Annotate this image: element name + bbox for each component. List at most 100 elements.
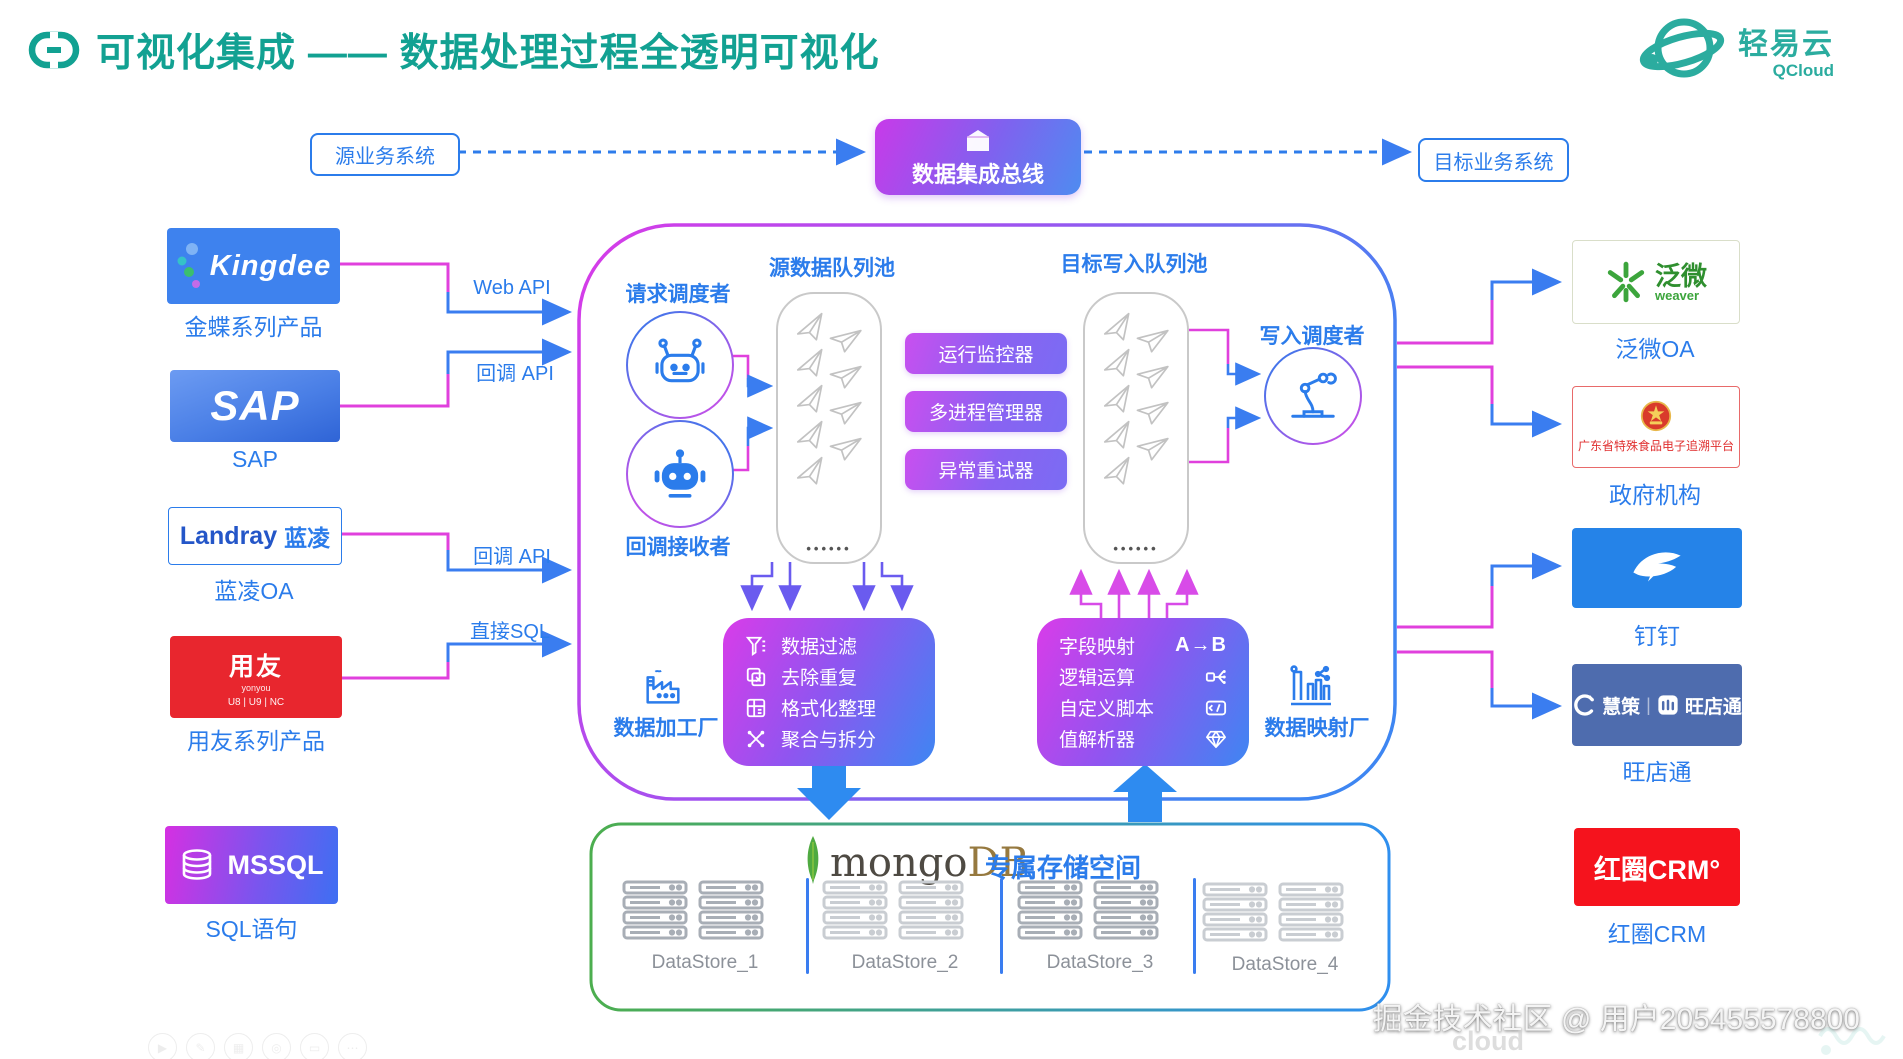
connector-landray-in [446, 550, 572, 584]
write-scheduler-bot [1264, 347, 1362, 445]
paper-plane-icon [824, 390, 865, 431]
dedupe-icon [745, 666, 767, 688]
map-row-field: 字段映射 A→B [1037, 632, 1249, 659]
yonyou-sub: yonyou [241, 682, 271, 693]
storage-container-outline [589, 822, 1391, 1012]
map-row-logic-label: 逻辑运算 [1059, 668, 1136, 689]
landray-wordmark: Landray [179, 521, 278, 550]
brand-name: 轻易云 [1738, 28, 1834, 61]
mongodb-mongo: mongo [830, 840, 968, 886]
connector-q1-f4 [880, 562, 914, 612]
connector-tq-ws1 [1187, 328, 1230, 364]
paper-plane-icon [824, 354, 865, 395]
proc-row-dedupe: 去除重复 [723, 663, 935, 690]
datastore2-racks [822, 880, 964, 942]
brand-logo: 轻易云 QCloud [1636, 8, 1834, 92]
connector-reqsched-in [746, 374, 774, 398]
big-up-arrow [1113, 764, 1177, 822]
middleware-retry: 异常重试器 [905, 449, 1067, 490]
caption-wangdiantong: 旺店通 [1622, 759, 1692, 785]
weaver-star-icon [1605, 261, 1647, 303]
proc-row-format: 格式化整理 [723, 694, 935, 721]
queue-ellipsis: •••••• [806, 541, 852, 556]
paper-plane-icon [1097, 308, 1137, 348]
watermark-wave-icon [1818, 1027, 1886, 1055]
player-search-icon[interactable]: ◎ [262, 1033, 291, 1059]
connector-landray [340, 532, 450, 550]
weaver-sub: weaver [1654, 287, 1700, 303]
api-label-webapi: Web API [473, 277, 551, 299]
source-system-box: 源业务系统 [310, 133, 460, 176]
weaver-wordmark: 泛微 [1654, 260, 1707, 291]
caption-kingdee: 金蝶系列产品 [184, 314, 323, 340]
target-system-box: 目标业务系统 [1418, 138, 1569, 182]
mongodb-leaf-icon [800, 834, 826, 886]
player-play-icon[interactable]: ▶ [148, 1033, 177, 1059]
mongodb-wordmark: mongoDB [830, 840, 1029, 886]
request-scheduler-bot [626, 311, 734, 419]
paper-plane-icon [824, 318, 865, 359]
player-more-icon[interactable]: ⋯ [338, 1033, 367, 1059]
datastore3-label: DataStore_3 [1046, 952, 1154, 973]
datastore-separator [1000, 878, 1003, 974]
national-emblem-icon [1640, 400, 1672, 432]
connector-q1-f1 [740, 562, 774, 612]
yonyou-products: U8 | U9 | NC [227, 696, 285, 708]
logo-divider: | [1646, 694, 1651, 715]
header: 可视化集成 —— 数据处理过程全透明可视化 [28, 22, 880, 78]
datastore1-label: DataStore_1 [651, 952, 759, 973]
server-rack-icon [822, 880, 888, 942]
datastore-separator [1193, 878, 1196, 974]
server-rack-icon [1093, 880, 1159, 942]
player-grid-icon[interactable]: ▦ [224, 1033, 253, 1059]
tile-kingdee: Kingdee [167, 228, 340, 304]
player-edit-icon[interactable]: ✎ [186, 1033, 215, 1059]
paper-plane-icon [1131, 318, 1172, 359]
robot-filled-icon [651, 445, 709, 503]
middleware-monitor: 运行监控器 [905, 333, 1067, 374]
paper-plane-icon [1131, 354, 1172, 395]
mapping-factory-label: 数据映射厂 [1264, 717, 1370, 740]
proc-row-split-label: 聚合与拆分 [781, 730, 877, 751]
landray-cn: 蓝凌 [284, 525, 331, 551]
caption-weaver: 泛微OA [1615, 336, 1695, 362]
write-scheduler-label: 写入调度者 [1259, 325, 1365, 348]
server-rack-icon [1017, 880, 1083, 942]
proc-row-filter-label: 数据过滤 [781, 637, 858, 658]
kingdee-wordmark: Kingdee [209, 249, 332, 282]
middleware-retry-label: 异常重试器 [938, 461, 1034, 482]
robot-icon [651, 336, 709, 394]
datastore4-label: DataStore_4 [1231, 954, 1339, 975]
request-scheduler-label: 请求调度者 [625, 283, 731, 306]
paper-plane-icon [1097, 344, 1137, 384]
yonyou-wordmark: 用友 [228, 652, 283, 681]
connector-kingdee [340, 262, 450, 292]
branch-icon [1205, 666, 1227, 688]
paper-plane-icon [1131, 390, 1172, 431]
proc-row-filter: 数据过滤 [723, 632, 935, 659]
player-card-icon[interactable]: ▭ [300, 1033, 329, 1059]
connector-kingdee-in [446, 292, 572, 326]
server-rack-icon [622, 880, 688, 942]
middleware-process-manager-label: 多进程管理器 [928, 403, 1043, 424]
paper-plane-icon [1097, 380, 1137, 420]
connector-wdt [1397, 650, 1494, 688]
tile-wangdiantong: 慧策 | 旺店通 [1572, 664, 1742, 746]
sap-wordmark: SAP [210, 382, 300, 429]
connector-weaver [1397, 300, 1494, 345]
connector-dingtalk-in [1490, 552, 1562, 586]
script-icon [1205, 697, 1227, 719]
server-rack-icon [698, 880, 764, 942]
connector-f2-q2a [1069, 568, 1103, 618]
api-label-callback1: 回调 API [476, 363, 554, 385]
target-queue: •••••• [1083, 292, 1189, 564]
tile-yonyou: 用友 yonyou U8 | U9 | NC [170, 636, 342, 718]
paper-plane-icon [790, 380, 830, 420]
processing-factory-label: 数据加工厂 [613, 717, 719, 740]
huice-wordmark: 慧策 [1602, 696, 1641, 718]
tile-landray: Landray 蓝凌 [168, 507, 342, 565]
bus-label: 数据集成总线 [911, 161, 1044, 187]
proc-row-split: 聚合与拆分 [723, 725, 935, 752]
map-row-script-label: 自定义脚本 [1059, 699, 1155, 720]
